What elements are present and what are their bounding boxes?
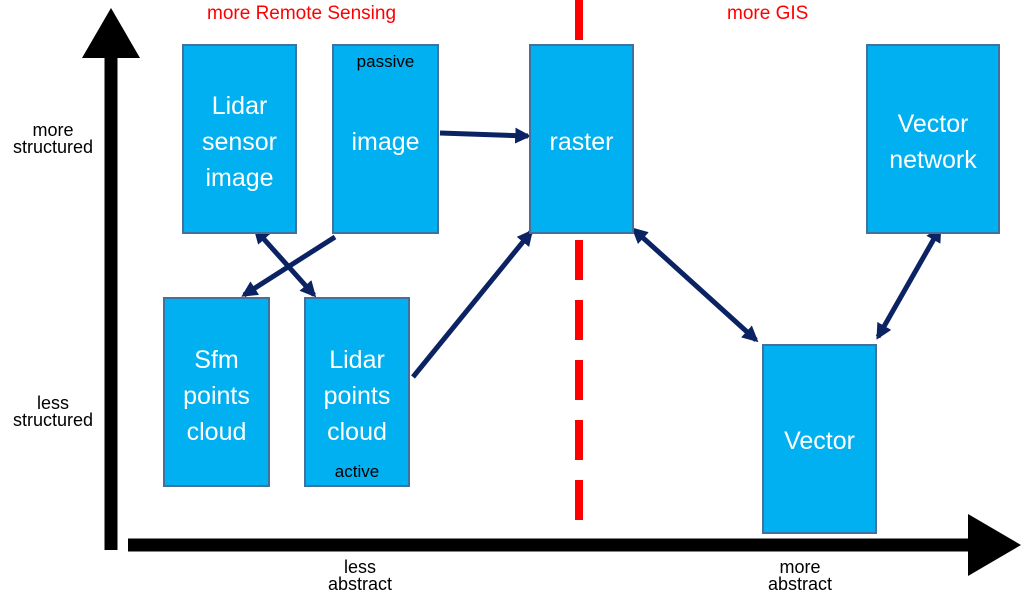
y-axis-label-bottom: less structured (6, 393, 100, 430)
region-label-gis: more GIS (727, 3, 809, 24)
node-lidar-points-cloud-note: active (334, 462, 380, 481)
arrow-lidar-sensor-image-lidar-points-cloud (253, 227, 317, 298)
y-axis-arrow (82, 8, 140, 550)
node-sfm-points-cloud: Sfm points cloud (163, 297, 270, 487)
y-axis-label-top: more structured (6, 120, 100, 157)
node-raster-label: raster (549, 128, 614, 156)
arrow-lidar-points-cloud-to-raster (411, 229, 534, 379)
node-sfm-points-cloud-label: Sfm points cloud (183, 346, 250, 446)
node-vector-network-label: Vector network (889, 110, 977, 174)
y-axis-label-bottom-line1: less (36, 393, 69, 413)
y-axis-label-top-line1: more (32, 120, 74, 140)
node-vector: Vector (762, 344, 877, 534)
x-axis-label-left-line1: less (343, 557, 376, 577)
y-axis-label-top-line2: structured (12, 137, 94, 157)
x-axis-arrow (128, 514, 1021, 576)
node-vector-network: Vector network (866, 44, 1000, 234)
node-lidar-points-cloud-label: Lidar points cloud (323, 346, 391, 446)
node-vector-label: Vector (784, 427, 855, 455)
x-axis-label-right-line1: more (779, 557, 821, 577)
arrow-image-to-raster (439, 127, 532, 144)
node-raster: raster (529, 44, 634, 234)
x-axis-label-right: more abstract (750, 557, 850, 594)
x-axis-label-right-line2: abstract (767, 574, 833, 594)
x-axis-label-left-line2: abstract (327, 574, 393, 594)
node-lidar-points-cloud: Lidar points cloud active (304, 297, 410, 487)
arrow-raster-vector (631, 227, 759, 343)
node-lidar-sensor-image-label: Lidar sensor image (201, 92, 278, 192)
x-axis-label-left: less abstract (310, 557, 410, 594)
node-image-note: passive (356, 52, 415, 71)
y-axis-label-bottom-line2: structured (12, 410, 94, 430)
region-label-remote-sensing: more Remote Sensing (207, 3, 397, 24)
node-lidar-sensor-image: Lidar sensor image (182, 44, 297, 234)
arrow-vector-network-vector (875, 225, 942, 340)
node-image-label: image (351, 128, 420, 156)
node-image: passive image (332, 44, 439, 234)
